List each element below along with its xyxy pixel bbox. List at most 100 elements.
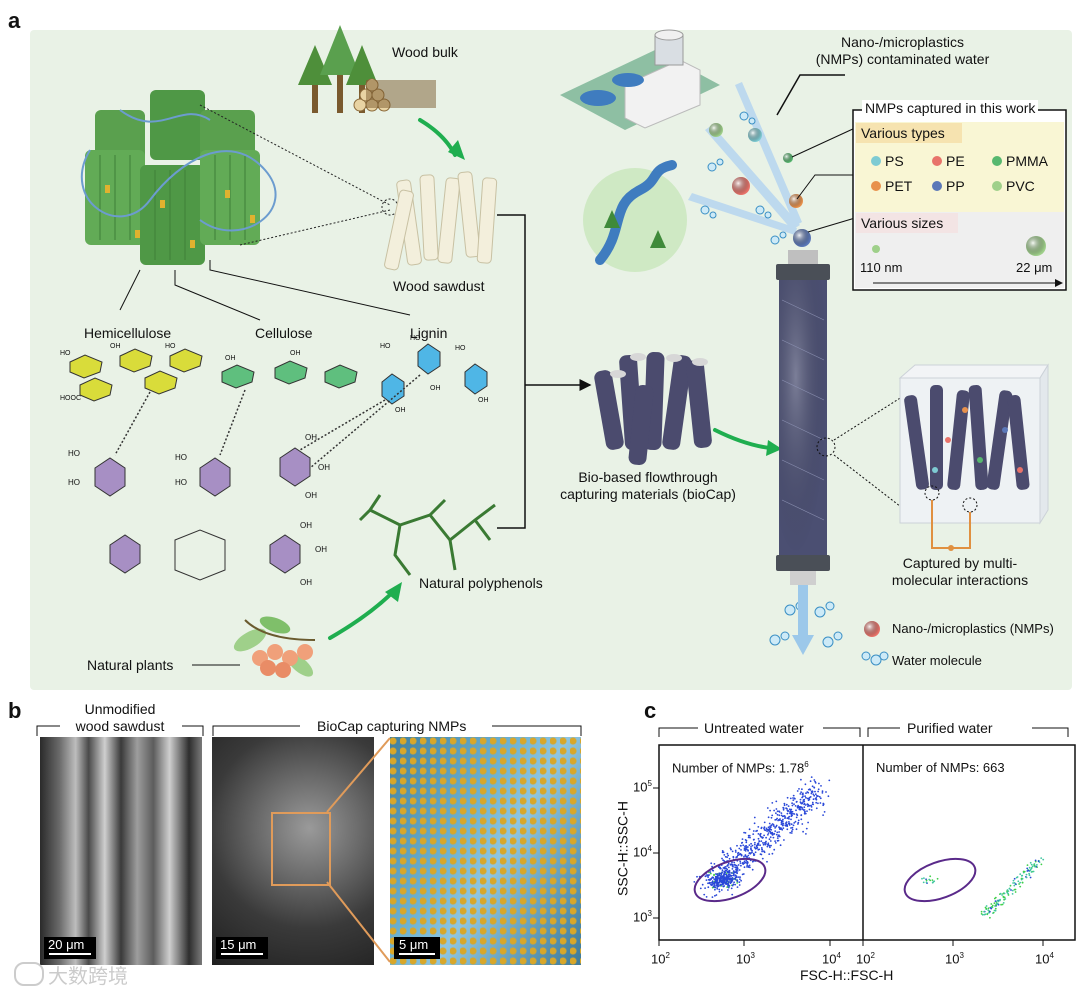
scatter-dot <box>768 853 771 855</box>
scatter-dot <box>736 856 738 858</box>
captured-by-label: Captured by multi- molecular interaction… <box>870 555 1050 589</box>
scatter-dot <box>763 827 765 830</box>
scatter-dot <box>777 839 780 842</box>
scatter-dot <box>727 883 730 886</box>
scatter-dot <box>725 869 728 872</box>
scatter-dot <box>721 881 724 884</box>
scatter-dot <box>804 783 807 786</box>
scatter-dot <box>796 805 799 808</box>
scatter-dot <box>745 859 748 862</box>
scatter-dot <box>1013 877 1016 880</box>
scatter-dot <box>716 887 719 890</box>
scatter-dot <box>796 814 799 817</box>
scatter-dot <box>795 828 798 831</box>
scatter-dot <box>734 849 737 852</box>
type-pe: PE <box>946 153 965 169</box>
scatter-dot <box>984 913 987 916</box>
scatter-dot <box>761 850 763 853</box>
scatter-dot <box>994 896 997 899</box>
scatter-dot <box>791 828 794 831</box>
scatter-dot <box>785 823 788 826</box>
scatter-dot <box>814 790 816 793</box>
scatter-dot <box>991 904 994 907</box>
scatter-dot <box>709 871 712 873</box>
scatter-dot <box>929 875 932 878</box>
scatter-dot <box>992 911 995 914</box>
scatter-dot <box>722 876 724 879</box>
scatter-dot <box>1027 869 1030 872</box>
type-pvc: PVC <box>1006 178 1035 194</box>
size-min-label: 110 nm <box>860 260 903 275</box>
scatter-dot <box>921 877 923 880</box>
scatter-dot <box>738 869 741 871</box>
scatter-dot <box>783 839 785 841</box>
scale-bar-3-line <box>399 953 435 955</box>
scatter-dot <box>725 867 728 870</box>
x-axis-label: FSC-H::FSC-H <box>800 967 894 983</box>
xtick-1-base: 10 <box>651 951 666 967</box>
scatter-dot <box>757 848 760 851</box>
biocap-material-icon <box>594 351 712 466</box>
scatter-dot <box>1040 863 1043 866</box>
captured-box-title: NMPs captured in this work <box>862 100 1039 117</box>
scatter-dot <box>805 827 808 830</box>
panel-c-brackets <box>658 727 1069 737</box>
scatter-dot <box>716 886 719 888</box>
scatter-dot <box>767 828 770 831</box>
scatter-dot <box>745 841 748 844</box>
svg-text:OH: OH <box>300 521 312 530</box>
count-untreated-text: Number of NMPs: 1.78 <box>672 760 805 776</box>
svg-text:OH: OH <box>315 545 327 554</box>
ytick-3-base: 10 <box>633 779 648 795</box>
polyphenol-network-icon <box>358 494 496 576</box>
scale-bar-1-line <box>49 953 91 955</box>
scatter-dot <box>716 882 718 884</box>
scatter-dot <box>790 818 792 821</box>
nmps-captured-box <box>852 109 1067 291</box>
scatter-dot <box>704 875 707 878</box>
scatter-dot <box>922 881 925 884</box>
scatter-dot <box>719 866 722 869</box>
type-pet: PET <box>885 178 913 194</box>
scatter-dot <box>791 804 794 807</box>
scatter-dot <box>1019 885 1022 888</box>
scatter-dot <box>779 844 782 847</box>
scatter-dot <box>790 827 792 829</box>
scatter-dot <box>742 844 745 847</box>
scatter-dot <box>712 885 715 888</box>
svg-text:HOOC: HOOC <box>60 395 81 402</box>
legend-water-label: Water molecule <box>892 653 982 668</box>
scatter-dot <box>708 871 710 874</box>
scatter-dot <box>717 882 720 884</box>
scatter-dot <box>724 881 727 884</box>
scatter-dot <box>759 853 762 855</box>
scatter-dot <box>733 861 736 864</box>
scatter-dot <box>776 810 779 813</box>
scatter-dot <box>734 851 737 853</box>
scatter-dot <box>736 882 739 884</box>
scatter-dot <box>736 867 739 870</box>
scatter-dot <box>790 823 793 826</box>
scatter-dot <box>715 878 718 880</box>
scatter-dot <box>801 802 804 805</box>
treatment-plant-icon <box>560 29 720 130</box>
scatter-dot <box>1019 881 1022 884</box>
scatter-dot <box>1000 903 1002 906</box>
scatter-dot <box>736 844 738 847</box>
scatter-dot <box>757 837 760 840</box>
scatter-dot <box>767 816 770 819</box>
scatter-dot <box>810 809 813 811</box>
svg-text:OH: OH <box>110 343 121 350</box>
scatter-dot <box>821 790 824 793</box>
scatter-dot <box>803 806 806 809</box>
scatter-dot <box>712 869 715 872</box>
scatter-dot <box>995 902 998 905</box>
scatter-dot <box>799 793 802 795</box>
scatter-dot <box>792 812 794 815</box>
scatter-dot <box>752 838 755 841</box>
scatter-dot <box>767 826 770 829</box>
biocap-label-line1: Bio-based flowthrough <box>578 469 718 485</box>
scatter-dot <box>703 893 706 896</box>
scatter-dot <box>815 801 818 804</box>
type-pmma: PMMA <box>1006 153 1048 169</box>
